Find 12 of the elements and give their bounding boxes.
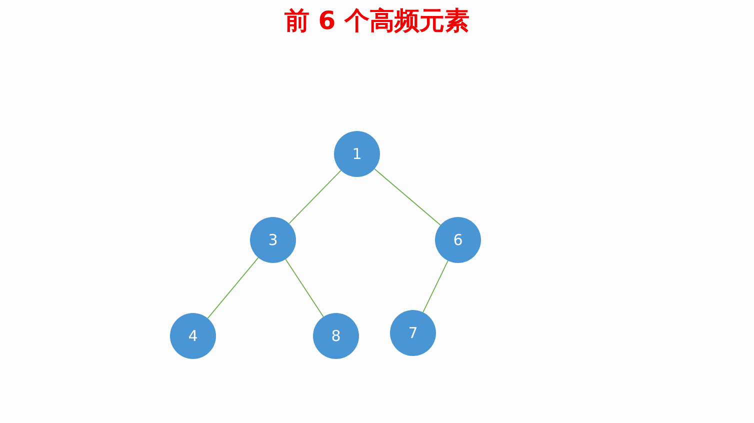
tree-edge bbox=[207, 257, 259, 319]
tree-node-circle: 3 bbox=[250, 217, 296, 263]
tree-edge bbox=[285, 258, 324, 318]
title: 前 6 个高频元素 bbox=[284, 6, 470, 35]
tree-edge bbox=[288, 170, 342, 224]
tree-node-circle: 8 bbox=[313, 313, 359, 359]
tree-node-circle: 4 bbox=[170, 313, 216, 359]
tree-node-circle: 1 bbox=[334, 131, 380, 177]
tree-node-circle: 6 bbox=[435, 217, 481, 263]
tree-edge bbox=[422, 260, 448, 313]
tree-edge bbox=[374, 168, 441, 226]
tree-node-circle: 7 bbox=[390, 310, 436, 356]
